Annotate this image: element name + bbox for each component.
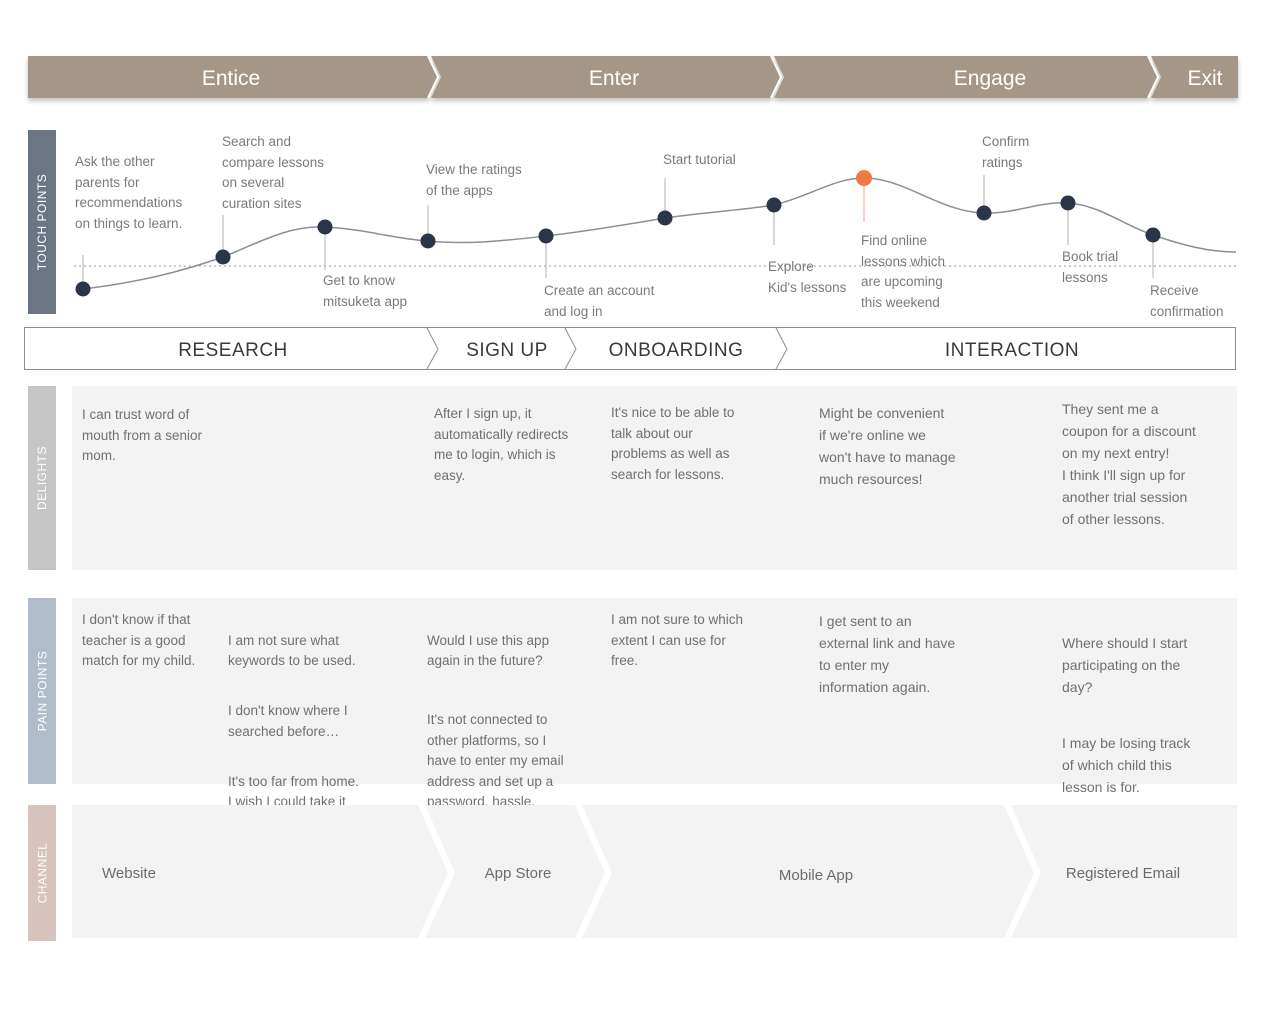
touch-point-marker (1060, 195, 1076, 211)
channel-segment-website (72, 805, 448, 938)
touch-point-search-compare: Search and compare lessons on several cu… (222, 134, 325, 211)
touch-point-find-online-lessons: Find online lessons which are upcoming t… (861, 233, 946, 310)
stage-exit-label: Exit (1187, 67, 1222, 90)
channel-app-store-label: App Store (485, 865, 552, 882)
pain-point-text: I am not sure what keywords to be used. (228, 632, 356, 669)
touch-point-marker (420, 233, 436, 249)
phase-onboarding-label: ONBOARDING (609, 340, 744, 361)
pain-point-text: I don't know where I searched before… (228, 703, 348, 739)
touch-point-marker (657, 210, 673, 226)
pain-point-interaction-b: Where should I start participating on th… (1062, 610, 1190, 829)
touch-point-marker (317, 219, 333, 235)
pain-point-text: It's not connected to other platforms, s… (427, 712, 564, 809)
channel-row-label: CHANNEL (28, 805, 56, 941)
channel-mobile-app-label: Mobile App (779, 867, 853, 884)
touch-point-marker (766, 197, 782, 213)
delight-research: I can trust word of mouth from a senior … (82, 407, 203, 463)
touch-point-marker (538, 228, 554, 244)
phase-sign-up-label: SIGN UP (466, 340, 548, 361)
touch-point-get-to-know: Get to know mitsuketa app (323, 273, 408, 309)
delight-interaction-b: They sent me a coupon for a discount on … (1062, 401, 1196, 527)
delight-onboarding: It's nice to be able to talk about our p… (611, 405, 735, 482)
touch-point-view-ratings: View the ratings of the apps (426, 162, 522, 198)
phase-bar: RESEARCH SIGN UP ONBOARDING INTERACTION (24, 327, 1236, 370)
pain-point-text: I may be losing track of which child thi… (1062, 735, 1191, 795)
touch-point-marker (75, 281, 91, 297)
channel-registered-email-label: Registered Email (1066, 865, 1180, 882)
touch-point-explore-lessons: Explore Kid's lessons (768, 259, 847, 295)
stage-segment-entice (28, 56, 438, 98)
phase-research-label: RESEARCH (178, 340, 288, 361)
stage-banner: Entice Enter Engage Exit (28, 55, 1238, 99)
stage-entice-label: Entice (202, 67, 260, 90)
touch-point-marker (1145, 227, 1161, 243)
phase-interaction-label: INTERACTION (945, 340, 1079, 361)
pain-point-onboarding: I am not sure to which extent I can use … (611, 612, 744, 668)
touch-point-confirm-ratings: Confirm ratings (982, 134, 1030, 170)
touch-point-marker (215, 249, 231, 265)
touch-point-start-tutorial: Start tutorial (663, 152, 736, 167)
pain-point-interaction-a: I get sent to an external link and have … (819, 613, 956, 695)
delight-sign-up: After I sign up, it automatically redire… (434, 406, 569, 483)
touch-points-row-label: TOUCH POINTS (28, 130, 56, 314)
pain-points-row-label: PAIN POINTS (28, 598, 56, 784)
touch-point-marker (976, 205, 992, 221)
channel-website-label: Website (102, 865, 156, 882)
pain-point-text: Would I use this app again in the future… (427, 632, 550, 669)
delight-interaction-a: Might be convenient if we're online we w… (819, 405, 956, 487)
journey-curve-chart (74, 170, 1237, 297)
touch-point-receive-confirmation: Receive confirmation (1150, 283, 1224, 319)
touch-point-create-account: Create an account and log in (544, 283, 655, 319)
pain-points-row (72, 598, 1237, 784)
stage-segment-exit (1151, 56, 1238, 98)
stage-engage-label: Engage (954, 67, 1026, 90)
stage-enter-label: Enter (589, 67, 639, 90)
pain-point-sign-up: Would I use this app again in the future… (427, 610, 564, 842)
stage-segment-engage (774, 56, 1158, 98)
highlight-touch-point-marker (856, 170, 872, 186)
touch-point-ask-parents: Ask the other parents for recommendation… (75, 154, 183, 231)
touch-point-book-trial: Book trial lessons (1062, 249, 1119, 285)
channel-row: Website App Store Mobile App Registered … (72, 805, 1237, 938)
channel-segment-app-store (425, 805, 605, 938)
delights-row (72, 386, 1237, 570)
delights-row-label: DELIGHTS (28, 386, 56, 570)
pain-point-research-a: I don't know if that teacher is a good m… (82, 612, 196, 668)
pain-point-text: Where should I start participating on th… (1062, 635, 1188, 695)
channel-segment-registered-email (1011, 805, 1237, 938)
channel-segment-mobile-app (582, 805, 1034, 938)
stage-segment-enter (431, 56, 781, 98)
